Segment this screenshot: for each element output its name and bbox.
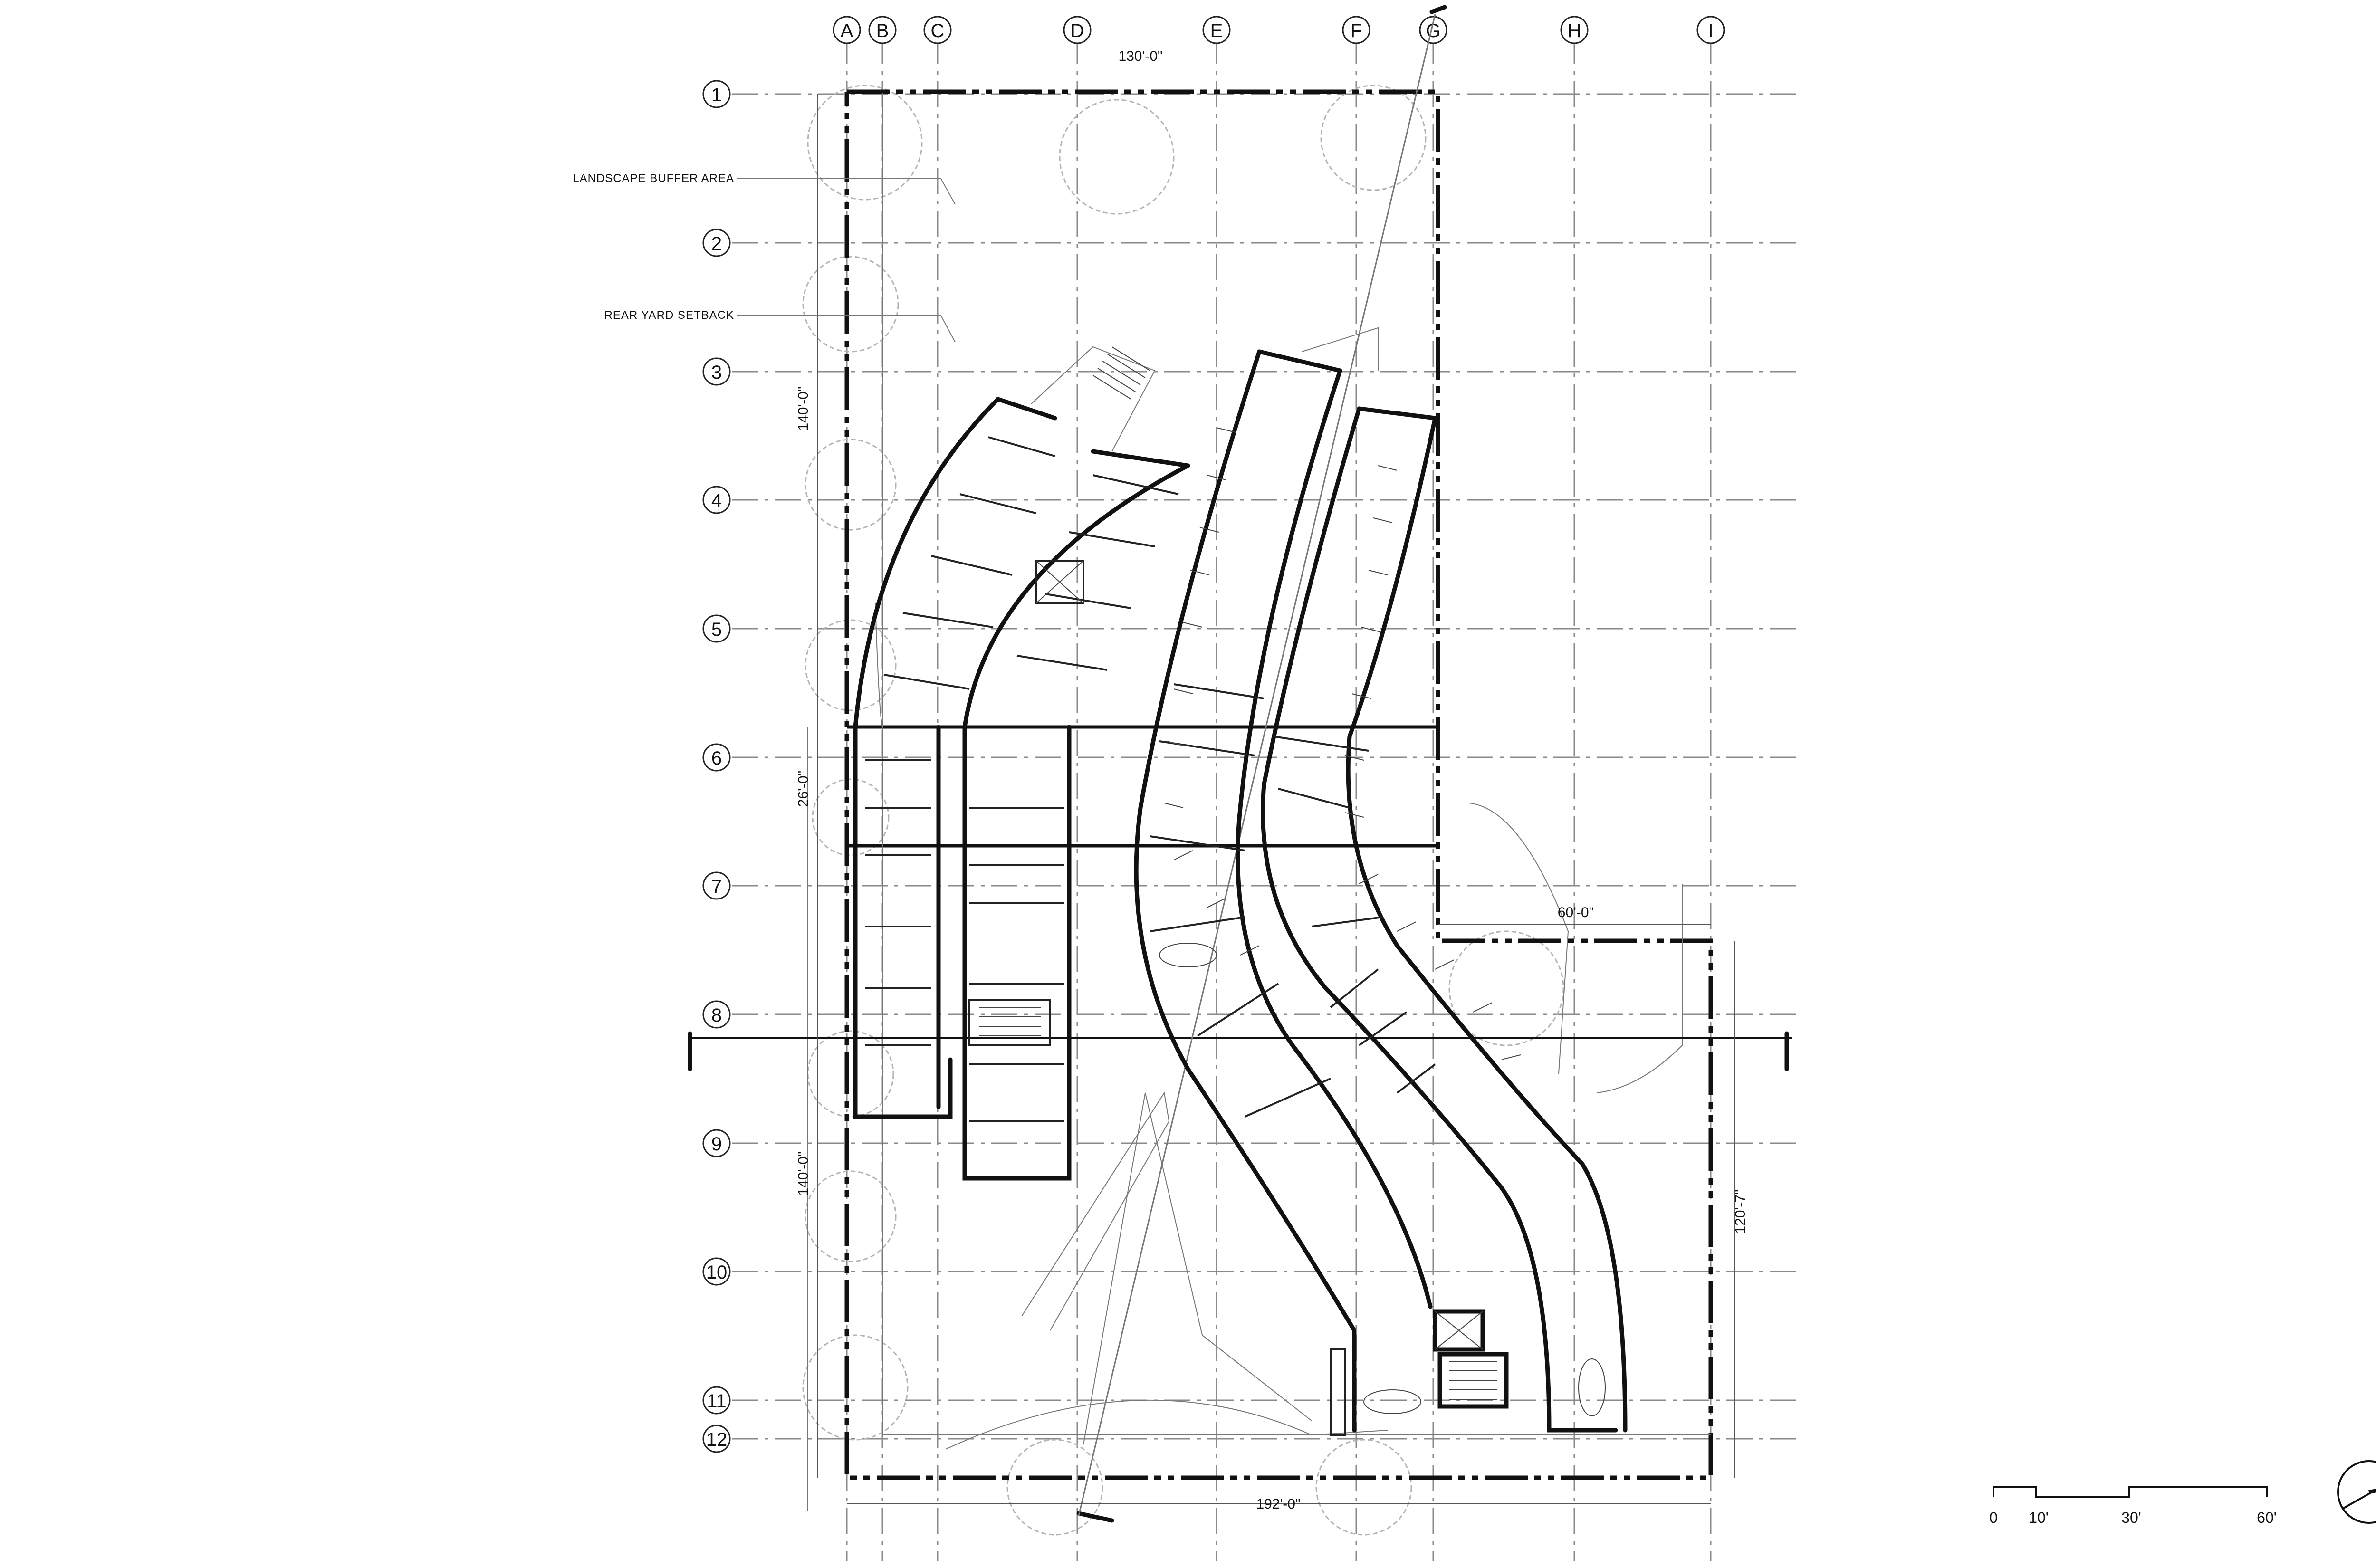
svg-text:9: 9 [711,1134,722,1155]
svg-text:F: F [1351,20,1362,41]
svg-text:11: 11 [707,1391,727,1412]
grid-bubble-row-6: 6 [702,743,731,772]
left-middle-dimension: 26'-0" [795,771,811,807]
annex-width-dimension: 60'-0" [1558,905,1594,920]
svg-text:H: H [1568,20,1581,41]
grid-bubble-column-e: E [1202,16,1231,44]
svg-text:6: 6 [711,748,722,769]
grid-bubble-row-4: 4 [702,486,731,514]
svg-text:7: 7 [711,876,722,897]
grid-bubble-column-d: D [1063,16,1092,44]
svg-text:E: E [1210,20,1223,41]
grid-bubble-row-3: 3 [702,357,731,386]
grid-bubble-column-i: I [1696,16,1725,44]
grid-bubble-column-a: A [833,16,861,44]
grid-bubble-row-8: 8 [702,1000,731,1029]
grid-bubble-row-5: 5 [702,614,731,643]
landscape-buffer-note: LANDSCAPE BUFFER AREA [573,172,734,185]
grid-bubble-row-12: 12 [702,1425,731,1453]
grid-bubble-column-c: C [923,16,952,44]
scale-label-10: 10' [2029,1509,2049,1526]
grid-bubble-row-10: 10 [702,1257,731,1286]
svg-text:1: 1 [711,85,722,105]
grid-bubble-row-2: 2 [702,229,731,257]
west-wing-building [853,346,1190,1181]
landscape-trees [802,85,1564,1536]
svg-text:B: B [876,20,889,41]
east-wing-building [1261,406,1628,1436]
middle-wing-building [1134,327,1433,1433]
north-arrow-icon [2337,1460,2376,1524]
scale-label-30: 30' [2121,1509,2141,1526]
left-upper-dimension: 140'-0" [795,386,811,430]
annotation-leaders [737,178,956,343]
svg-text:5: 5 [711,619,722,640]
grid-bubble-column-f: F [1342,16,1370,44]
scale-label-0: 0 [1989,1509,1998,1526]
svg-text:12: 12 [706,1429,728,1450]
svg-text:8: 8 [711,1005,722,1026]
right-height-dimension: 120'-7" [1733,1189,1748,1233]
column-bubbles: A B C D E F G H I [833,16,1725,44]
scale-bar [1993,1486,2268,1498]
property-lines [688,5,1792,1523]
grid-bubble-column-h: H [1560,16,1589,44]
rear-yard-setback-note: REAR YARD SETBACK [604,309,734,322]
grid-bubble-row-9: 9 [702,1129,731,1157]
svg-text:3: 3 [711,362,722,383]
grid-lines [732,38,1801,1561]
grid-bubble-row-7: 7 [702,871,731,900]
top-width-dimension: 130'-0" [1118,48,1162,64]
scale-label-60: 60' [2257,1509,2277,1526]
grid-bubble-column-b: B [868,16,897,44]
svg-text:4: 4 [711,490,722,511]
svg-text:10: 10 [706,1262,728,1283]
svg-text:C: C [931,20,945,41]
dimensions [817,57,1735,1504]
svg-text:2: 2 [711,233,722,254]
bottom-width-dimension: 192'-0" [1256,1496,1300,1512]
row-bubbles: 1 2 3 4 5 6 7 8 9 10 11 12 [702,80,731,1453]
left-lower-dimension: 140'-0" [795,1151,811,1195]
svg-text:D: D [1071,20,1084,41]
svg-text:I: I [1708,20,1713,41]
grid-bubble-row-1: 1 [702,80,731,108]
grid-bubble-row-11: 11 [702,1386,731,1415]
svg-text:A: A [841,20,853,41]
